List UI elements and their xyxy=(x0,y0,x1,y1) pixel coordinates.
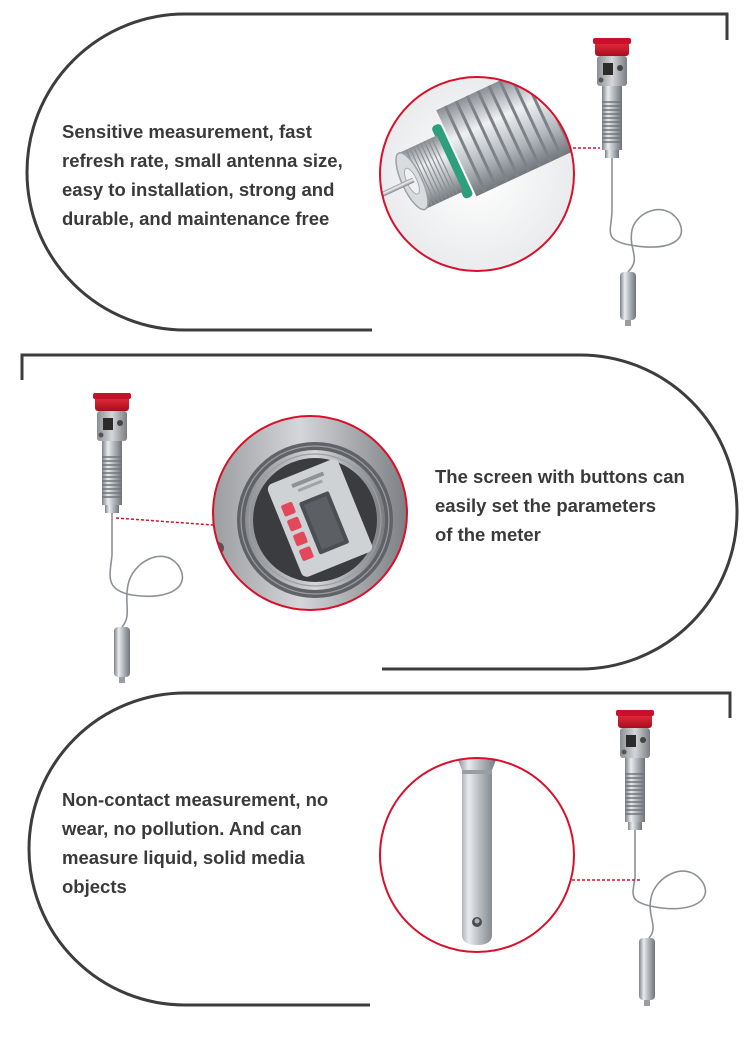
feature-1-line: Sensitive measurement, fast xyxy=(62,121,312,142)
feature-2-line: easily set the parameters xyxy=(435,495,657,516)
feature-3-line: wear, no pollution. And can xyxy=(62,818,302,839)
feature-3-text: Non-contact measurement, no wear, no pol… xyxy=(62,785,328,901)
frame-section-1 xyxy=(25,12,729,332)
feature-3-line: Non-contact measurement, no xyxy=(62,789,329,810)
feature-3-line: objects xyxy=(62,876,127,897)
frame-section-3 xyxy=(27,691,732,1007)
pointer-line xyxy=(115,517,214,526)
feature-1-line: durable, and maintenance free xyxy=(62,208,330,229)
frame-section-2 xyxy=(20,353,739,671)
radar-level-meter-icon xyxy=(593,38,683,326)
probe-tip-icon xyxy=(379,757,575,953)
feature-1-line: easy to installation, strong and xyxy=(62,179,335,200)
antenna-thread-icon xyxy=(379,76,575,272)
lcd-display-icon xyxy=(212,415,408,611)
feature-1-text: Sensitive measurement, fast refresh rate… xyxy=(62,117,343,233)
radar-level-meter-icon xyxy=(616,710,707,1006)
feature-2-text: The screen with buttons can easily set t… xyxy=(435,462,685,549)
feature-2-line: The screen with buttons can xyxy=(435,466,685,487)
feature-2-line: of the meter xyxy=(435,524,541,545)
feature-1-line: refresh rate, small antenna size, xyxy=(62,150,343,171)
feature-3-line: measure liquid, solid media xyxy=(62,847,305,868)
radar-level-meter-icon xyxy=(93,393,184,683)
